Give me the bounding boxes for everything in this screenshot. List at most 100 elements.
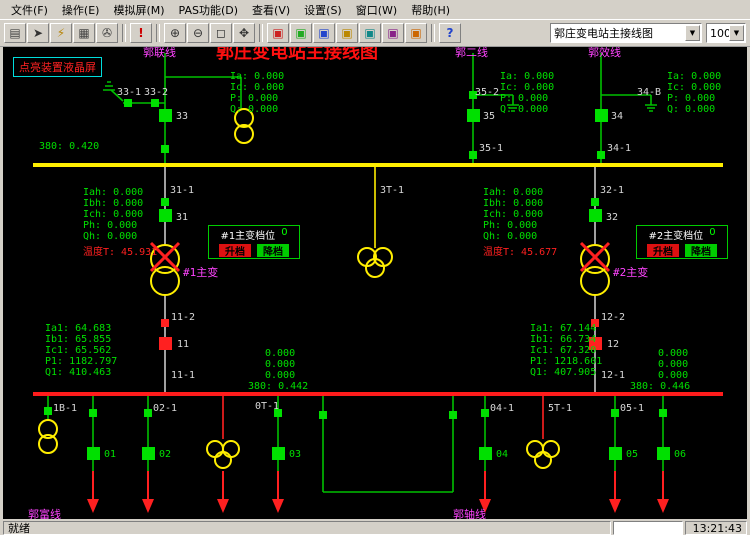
breaker-square[interactable] xyxy=(479,447,492,460)
breaker-square[interactable] xyxy=(159,109,172,122)
device-red-icon[interactable]: ▣ xyxy=(267,23,289,43)
disc-label-05-1: 05-1 xyxy=(620,403,645,414)
zoom-in-icon[interactable]: ⊕ xyxy=(164,23,186,43)
disc-label-11-2: 11-2 xyxy=(171,312,196,323)
tap-value: 0 xyxy=(709,227,716,238)
lower-tap-button[interactable]: 降档 xyxy=(685,244,717,258)
transformer-symbols xyxy=(38,108,610,469)
diagram-select[interactable]: 郭庄变电站主接线图 ▼ xyxy=(550,23,702,43)
load-arrow xyxy=(87,499,99,513)
disc-label-1b-1: 1B-1 xyxy=(53,403,78,414)
meas-t1-iah: Iah: 0.000 xyxy=(83,187,144,198)
disconnector-square xyxy=(89,409,97,417)
zero-right-3: 0.000 xyxy=(658,370,689,381)
menu-item[interactable]: 模拟屏(M) xyxy=(113,3,165,17)
toolbar-separator xyxy=(259,24,263,42)
meas-feeder1-q: Q: 0.000 xyxy=(230,104,279,115)
breaker-square[interactable] xyxy=(589,209,602,222)
meas-t2-q1: Q1: 407.905 xyxy=(530,367,597,378)
menu-item[interactable]: 查看(V) xyxy=(252,3,291,17)
temp-t1: 温度T: 45.931 xyxy=(83,247,158,258)
chevron-down-icon[interactable]: ▼ xyxy=(685,25,700,41)
open-diagram-icon[interactable]: ▤ xyxy=(4,23,26,43)
meas-t2-ich: Ich: 0.000 xyxy=(483,209,544,220)
meas-t1-ia1: Ia1: 64.683 xyxy=(45,323,112,334)
lower-tap-button[interactable]: 降档 xyxy=(257,244,289,258)
meas-t2-ibh: Ibh: 0.000 xyxy=(483,198,544,209)
raise-tap-button[interactable]: 升档 xyxy=(219,244,251,258)
zoom-select[interactable]: 100% ▼ xyxy=(706,23,746,43)
breaker-square[interactable] xyxy=(657,447,670,460)
help-icon[interactable]: ? xyxy=(439,23,461,43)
breaker-square[interactable] xyxy=(589,337,602,350)
meas-feeder2-q: Q: 0.000 xyxy=(500,104,549,115)
meas-t1-ph: Ph: 0.000 xyxy=(83,220,138,231)
device-purple-icon[interactable]: ▣ xyxy=(382,23,404,43)
disc-label-35-2: 35-2 xyxy=(475,87,500,98)
zoom-out-icon[interactable]: ⊖ xyxy=(187,23,209,43)
disc-label-04-1: 04-1 xyxy=(490,403,515,414)
disc-label-31-1: 31-1 xyxy=(170,185,195,196)
menu-item[interactable]: 文件(F) xyxy=(11,3,48,17)
menu-item[interactable]: PAS功能(D) xyxy=(178,3,239,17)
save-icon[interactable]: ✇ xyxy=(96,23,118,43)
meas-feeder3-ic: Ic: 0.000 xyxy=(667,82,722,93)
breaker-square[interactable] xyxy=(272,447,285,460)
menu-item[interactable]: 设置(S) xyxy=(304,3,342,17)
disc-label-32-1: 32-1 xyxy=(600,185,625,196)
meas-feeder1-ic: Ic: 0.000 xyxy=(230,82,285,93)
breaker-square[interactable] xyxy=(87,447,100,460)
station-transformer-drop-lines xyxy=(222,396,544,439)
tap-control-1: #1主变档位 0 升档 降档 xyxy=(208,225,300,259)
pan-icon[interactable]: ✥ xyxy=(233,23,255,43)
meas-t1-ib1: Ib1: 65.855 xyxy=(45,334,112,345)
menu-item[interactable]: 窗口(W) xyxy=(355,3,398,17)
device-blue-icon[interactable]: ▣ xyxy=(313,23,335,43)
zero-left-3: 0.000 xyxy=(265,370,296,381)
breaker-square[interactable] xyxy=(159,209,172,222)
lcd-light-button[interactable]: 点亮装置液晶屏 xyxy=(13,57,102,77)
disc-label-34-b: 34-B xyxy=(637,87,662,98)
print-icon[interactable]: ▦ xyxy=(73,23,95,43)
zoom-fit-icon[interactable]: ◻ xyxy=(210,23,232,43)
meas-feeder3-q: Q: 0.000 xyxy=(667,104,716,115)
device-cyan-icon[interactable]: ▣ xyxy=(359,23,381,43)
menu-bar: 文件(F) 操作(E) 模拟屏(M) PAS功能(D) 查看(V) 设置(S) 窗口(W) 帮… xyxy=(0,0,750,19)
breaker-square[interactable] xyxy=(159,337,172,350)
menu-item[interactable]: 操作(E) xyxy=(61,3,100,17)
zero-left-1: 0.000 xyxy=(265,348,296,359)
breaker-label-05: 05 xyxy=(626,449,639,460)
meas-t2-p1: P1: 1218.601 xyxy=(530,356,603,367)
breaker-square[interactable] xyxy=(142,447,155,460)
toolbar-separator xyxy=(122,24,126,42)
breaker-label-35: 35 xyxy=(483,111,496,122)
tap-changer-cross-icon xyxy=(149,241,611,273)
pointer-icon[interactable]: ➤ xyxy=(27,23,49,43)
breaker-label-06: 06 xyxy=(674,449,687,460)
breaker-square[interactable] xyxy=(595,109,608,122)
meas-t1-ibh: Ibh: 0.000 xyxy=(83,198,144,209)
lightning-icon[interactable]: ⚡ xyxy=(50,23,72,43)
temp-t2: 温度T: 45.677 xyxy=(483,247,558,258)
disconnector-square xyxy=(469,91,477,99)
alarm-icon[interactable]: ! xyxy=(130,23,152,43)
disconnector-square xyxy=(449,411,457,419)
bus-voltage-top: 380: 0.420 xyxy=(39,141,100,152)
disconnector-square xyxy=(611,409,619,417)
disc-label-35-1: 35-1 xyxy=(479,143,504,154)
disconnector-square xyxy=(274,409,282,417)
breaker-square[interactable] xyxy=(609,447,622,460)
device-yellow-icon[interactable]: ▣ xyxy=(336,23,358,43)
device-orange-icon[interactable]: ▣ xyxy=(405,23,427,43)
meas-t2-qh: Qh: 0.000 xyxy=(483,231,538,242)
bus-voltage-low-left: 380: 0.442 xyxy=(248,381,309,392)
chevron-down-icon[interactable]: ▼ xyxy=(729,25,744,41)
menu-item[interactable]: 帮助(H) xyxy=(411,3,451,17)
feeder-bottom-2-name: 郭轴线 xyxy=(453,508,486,519)
breaker-square[interactable] xyxy=(467,109,480,122)
meas-t1-qh: Qh: 0.000 xyxy=(83,231,138,242)
raise-tap-button[interactable]: 升档 xyxy=(647,244,679,258)
disconnector-square xyxy=(161,319,169,327)
device-green-icon[interactable]: ▣ xyxy=(290,23,312,43)
